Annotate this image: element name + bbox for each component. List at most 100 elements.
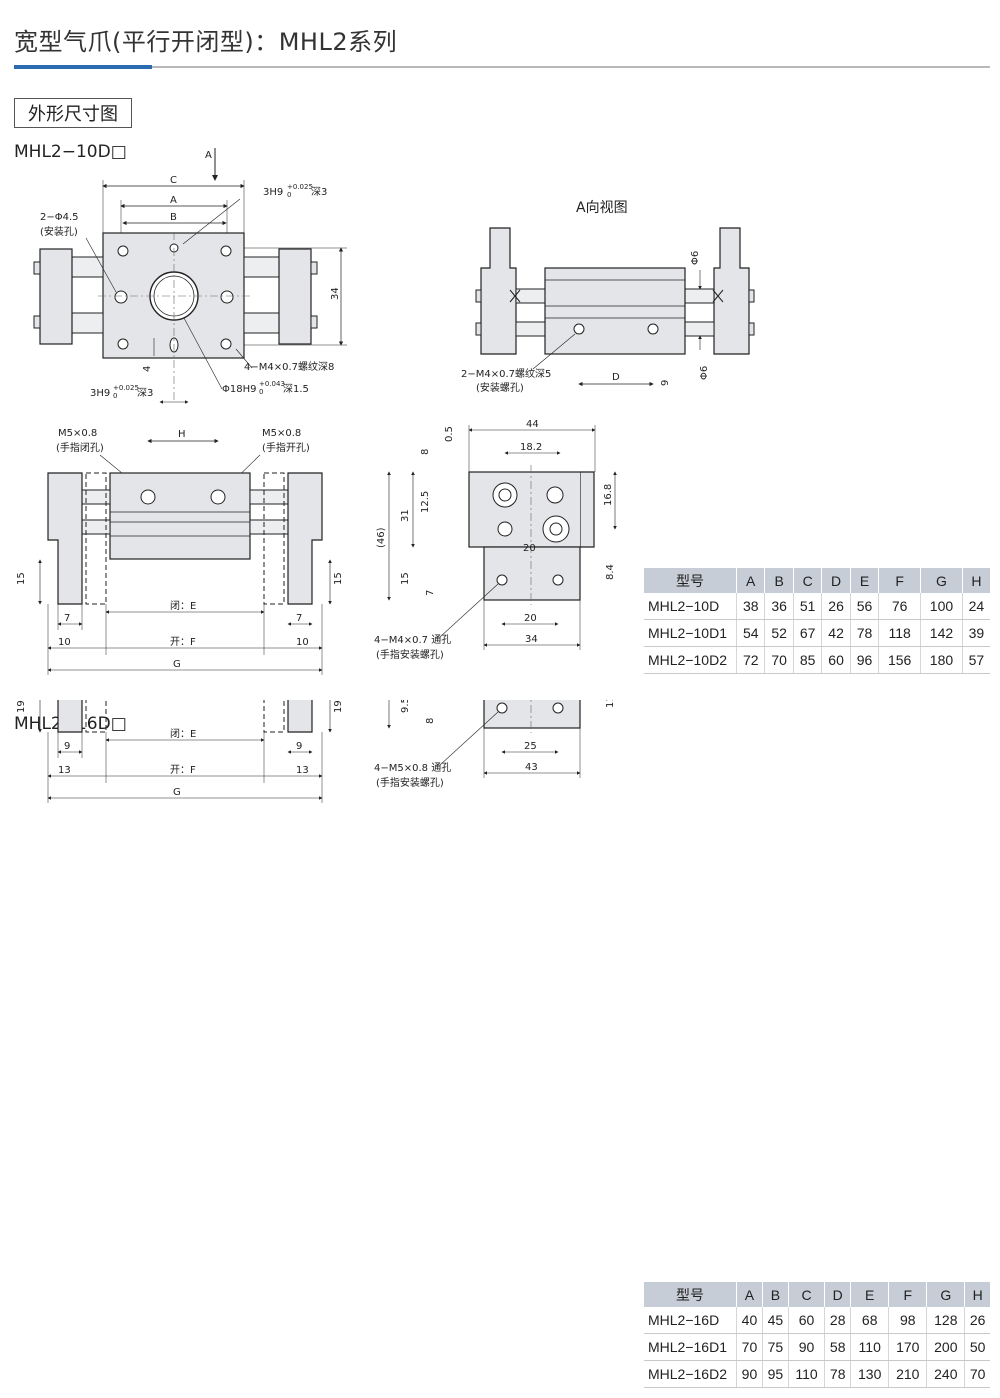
a-view-title-10: A向视图 [576,200,628,216]
dimension-cell: 200 [926,1333,966,1361]
dimension-cell: 40 [736,1307,763,1334]
dimension-cell: 180 [920,646,963,674]
svg-text:13: 13 [296,765,309,776]
dimension-cell: 56 [850,593,880,620]
svg-text:深3: 深3 [311,186,327,198]
svg-text:10: 10 [58,637,71,648]
dimension-cell: 90 [736,1360,763,1388]
svg-text:4: 4 [142,366,153,372]
drawing-mhl2-16: A C A B [16,700,616,803]
dimension-cell: 50 [964,1333,990,1361]
svg-text:7: 7 [296,613,302,624]
table-header-cell: A [736,1282,763,1307]
dimension-cell: 54 [736,619,766,647]
title-rule [14,66,990,68]
dimension-cell: 90 [788,1333,826,1361]
dim-e-16: 闭：E [170,727,196,740]
svg-text:13: 13 [58,765,71,776]
dim-f-10: 开：F [170,637,196,648]
side-view-10: 44 18.2 0.5 8 31 12.5 [374,419,617,661]
close-port-callout-10: M5×0.8 [58,428,97,439]
svg-text:8: 8 [425,718,436,724]
svg-text:9: 9 [296,741,302,752]
table-header-cell: E [850,568,880,593]
table-header-cell: F [888,1282,928,1307]
dimension-cell: 95 [762,1360,789,1388]
dimension-cell: 118 [878,619,922,647]
svg-text:25: 25 [524,741,537,752]
dimension-cell: 142 [920,619,963,647]
table-header-cell: 型号 [644,1282,737,1307]
table-header-cell: A [736,568,766,593]
dim-g-16: G [173,787,181,798]
dimension-cell: 60 [821,646,851,674]
svg-text:20: 20 [524,613,537,624]
table-header-cell: D [824,1282,852,1307]
dimension-cell: 26 [964,1307,990,1334]
model-cell: MHL2−10D1 [644,619,737,647]
dimension-cell: 85 [793,646,823,674]
through-hole-callout-10: 4−M4×0.7 通孔 [374,634,451,646]
open-port-callout-10: M5×0.8 [262,428,301,439]
table-header-cell: C [788,1282,826,1307]
rod-diameter-bottom-10: Φ6 [699,366,710,380]
page-title: 宽型气爪(平行开闭型)：MHL2系列 [14,28,398,56]
dimension-cell: 45 [762,1307,789,1334]
dim-c-10: C [170,175,177,186]
dimension-cell: 76 [878,593,922,620]
dimension-cell: 78 [850,619,880,647]
rod-diameter-top-10: Φ6 [690,251,701,265]
dimension-cell: 128 [926,1307,966,1334]
model-cell: MHL2−10D [644,593,737,620]
dimension-cell: 98 [888,1307,928,1334]
svg-text:31: 31 [400,509,411,522]
dim-left-15-16: 19 [16,700,27,713]
table-header-cell: G [926,1282,966,1307]
svg-text:11: 11 [605,700,616,708]
dim-b-10: B [170,212,177,223]
svg-text:+0.043: +0.043 [259,380,285,388]
dimension-cell: 110 [788,1360,826,1388]
dimension-cell: 68 [850,1307,890,1334]
dimension-cell: 42 [821,619,851,647]
table-header-cell: B [762,1282,789,1307]
svg-text:0: 0 [287,191,291,199]
title-rule-accent [14,65,152,69]
dimension-cell: 51 [793,593,823,620]
dim-e-10: 闭：E [170,599,196,612]
dimension-cell: 39 [962,619,990,647]
table-header-cell: C [793,568,823,593]
dimension-cell: 210 [888,1360,928,1388]
svg-text:0: 0 [259,388,263,396]
bottom-hole-callout-10: 3H9 [90,388,110,399]
drawing-mhl2-10: A C A B [16,148,755,675]
table-header-cell: D [821,568,851,593]
svg-text:(安装孔): (安装孔) [40,225,78,238]
dimension-cell: 70 [736,1333,763,1361]
svg-text:7: 7 [425,590,436,596]
svg-text:+0.025: +0.025 [287,183,313,191]
dim-f-16: 开：F [170,765,196,776]
model-heading-10: MHL2−10D□ [14,142,127,162]
dimension-cell: 75 [762,1333,789,1361]
svg-text:7: 7 [64,613,70,624]
thread-callout-10: 4−M4×0.7螺纹深8 [244,360,334,373]
svg-text:8.4: 8.4 [605,564,616,580]
side-view-16: 55 22.6 0.5 9 39 16.5 [374,700,616,789]
section-tag: 外形尺寸图 [14,98,132,128]
dim-right-15-16: 19 [333,700,344,713]
table-header-cell: G [920,568,963,593]
dimension-cell: 156 [878,646,922,674]
svg-text:34: 34 [525,634,538,645]
front-view-10: M5×0.8 (手指闭孔) M5×0.8 (手指开孔) H 9 [16,428,344,675]
side-thread-callout-10: 2−M4×0.7螺纹深5 [461,367,551,380]
svg-text:(手指开孔): (手指开孔) [262,441,310,454]
dimension-cell: 70 [764,646,794,674]
dim-side-width-10: 44 [526,419,539,430]
